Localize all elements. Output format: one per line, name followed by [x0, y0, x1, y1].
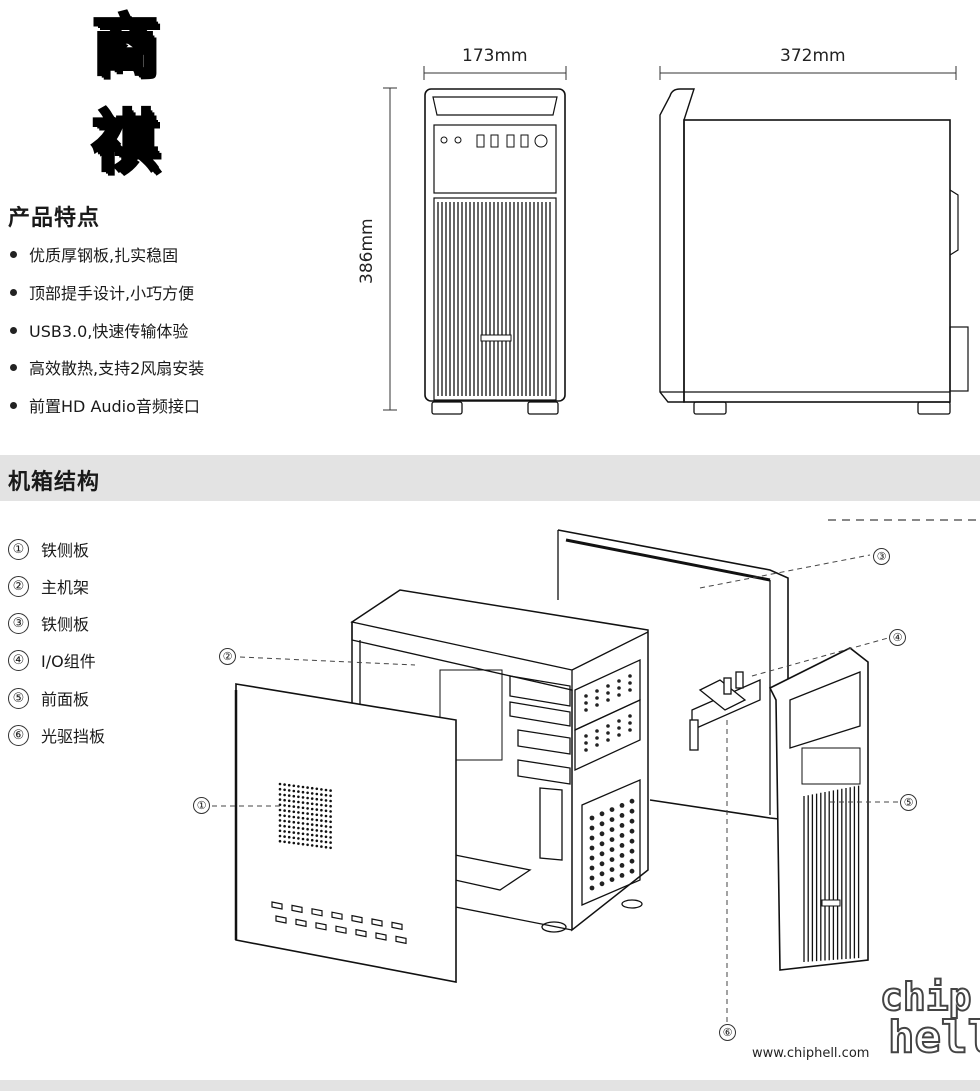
callout-4: ④ — [889, 629, 906, 646]
height-dimension-label: 386mm — [357, 218, 377, 284]
height-dimension-line — [383, 87, 397, 411]
feature-item: 优质厚钢板,扎实稳固 — [10, 242, 178, 266]
feature-item: 顶部提手设计,小巧方便 — [10, 280, 194, 304]
width-dimension-line — [423, 66, 567, 80]
bullet-icon — [10, 250, 17, 258]
feature-item: 高效散热,支持2风扇安装 — [10, 355, 204, 379]
footer-band — [0, 1080, 980, 1091]
callout-3: ③ — [873, 548, 890, 565]
watermark-url: www.chiphell.com — [752, 1046, 870, 1061]
callout-5: ⑤ — [900, 794, 917, 811]
front-view-drawing — [424, 88, 566, 415]
depth-dimension-line — [659, 66, 957, 80]
side-view-drawing — [659, 88, 969, 415]
callout-6: ⑥ — [719, 1024, 736, 1041]
features-title: 产品特点 — [8, 206, 101, 231]
watermark-logo-line2: hell — [887, 1012, 980, 1063]
bullet-icon — [10, 326, 17, 334]
callout-1: ① — [193, 797, 210, 814]
feature-item: USB3.0,快速传输体验 — [10, 318, 188, 342]
callout-leader-lines — [212, 554, 898, 1022]
feature-item: 前置HD Audio音频接口 — [10, 393, 200, 417]
structure-header-band: 机箱结构 — [0, 455, 980, 501]
width-dimension-label: 173mm — [462, 46, 528, 66]
callout-2: ② — [219, 648, 236, 665]
depth-dimension-label: 372mm — [780, 46, 846, 66]
bullet-icon — [10, 363, 17, 371]
bullet-icon — [10, 401, 17, 409]
exploded-view-drawing — [234, 519, 980, 983]
structure-title: 机箱结构 — [8, 470, 101, 495]
watermark-logo-line1: chip — [879, 975, 973, 1019]
brand-logo-char-2: 祺 — [91, 102, 160, 180]
bullet-icon — [10, 288, 17, 296]
brand-logo-char-1: 商 — [91, 6, 160, 84]
